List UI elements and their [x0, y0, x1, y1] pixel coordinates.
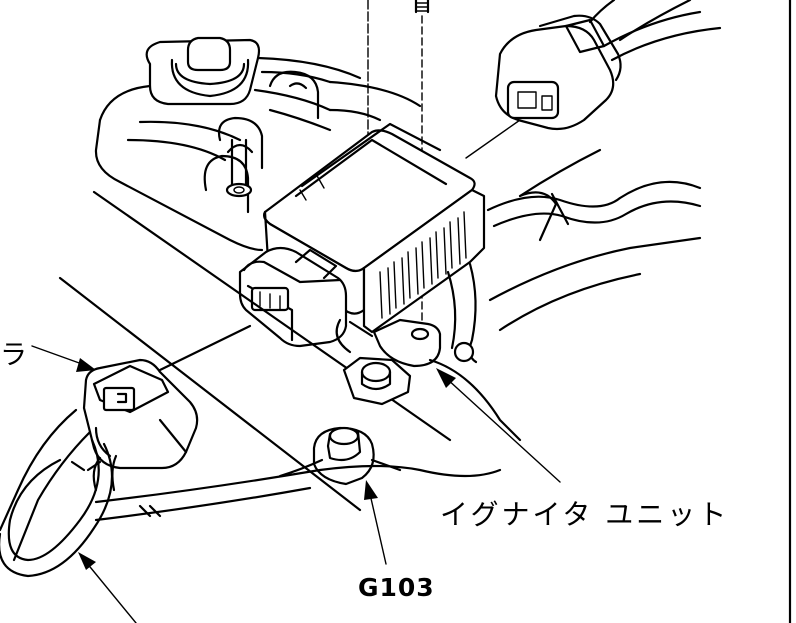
arrow-side-harness	[78, 552, 137, 623]
ignitor-connector	[238, 246, 348, 348]
label-ignitor-unit: イグナイタ ユニット	[440, 498, 730, 531]
plate-bolt	[342, 356, 412, 406]
main-harness	[428, 148, 702, 442]
upper-connector	[494, 0, 722, 131]
label-ground-g103: G103	[358, 573, 435, 602]
arrow-ignitor-unit	[436, 368, 561, 483]
engine-block	[94, 36, 422, 252]
side-connector	[82, 358, 199, 470]
side-harness	[0, 408, 502, 578]
upper-connector-leader	[465, 119, 521, 159]
ground-bolt-g103	[278, 426, 402, 486]
label-connector-fragment: ラ	[0, 340, 27, 371]
arrow-side-connector	[31, 345, 96, 372]
arrow-g103	[364, 480, 387, 565]
